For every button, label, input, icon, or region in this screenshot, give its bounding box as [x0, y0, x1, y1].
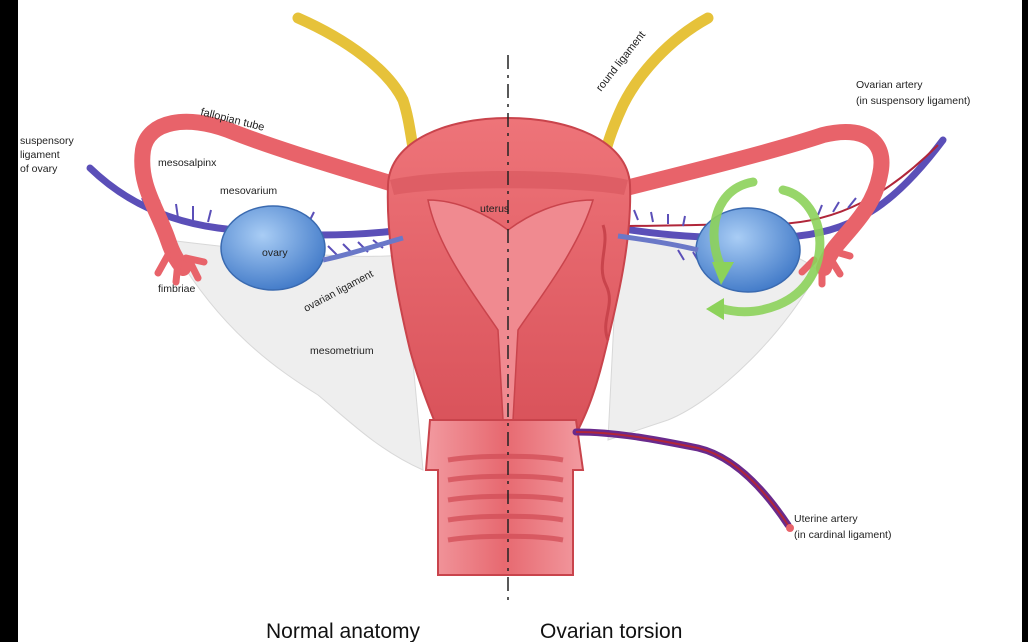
uterine-artery — [576, 432, 788, 525]
label-mesovarium: mesovarium — [220, 185, 277, 197]
label-uterine-artery-1: Uterine artery — [794, 513, 858, 525]
uterine-artery-end — [786, 524, 794, 532]
label-suspensory-1: suspensory — [20, 135, 74, 147]
label-mesosalpinx: mesosalpinx — [158, 157, 217, 169]
label-uterus: uterus — [480, 203, 509, 215]
label-mesometrium: mesometrium — [310, 345, 374, 357]
caption-ovarian-torsion: Ovarian torsion — [540, 620, 682, 642]
label-suspensory-2: ligament — [20, 149, 60, 161]
label-suspensory-3: of ovary — [20, 163, 58, 175]
diagram-canvas: round ligament fallopian tube suspensory… — [18, 0, 1022, 642]
label-uterine-artery-2: (in cardinal ligament) — [794, 529, 891, 541]
anatomy-diagram: round ligament fallopian tube suspensory… — [18, 0, 1022, 642]
label-fimbriae: fimbriae — [158, 283, 196, 295]
caption-normal-anatomy: Normal anatomy — [266, 620, 421, 642]
round-ligament-right — [606, 18, 708, 150]
round-ligament-left — [298, 18, 413, 148]
label-ovary: ovary — [262, 247, 288, 259]
label-ovarian-artery-1: Ovarian artery — [856, 79, 923, 91]
label-ovarian-artery-2: (in suspensory ligament) — [856, 95, 970, 107]
